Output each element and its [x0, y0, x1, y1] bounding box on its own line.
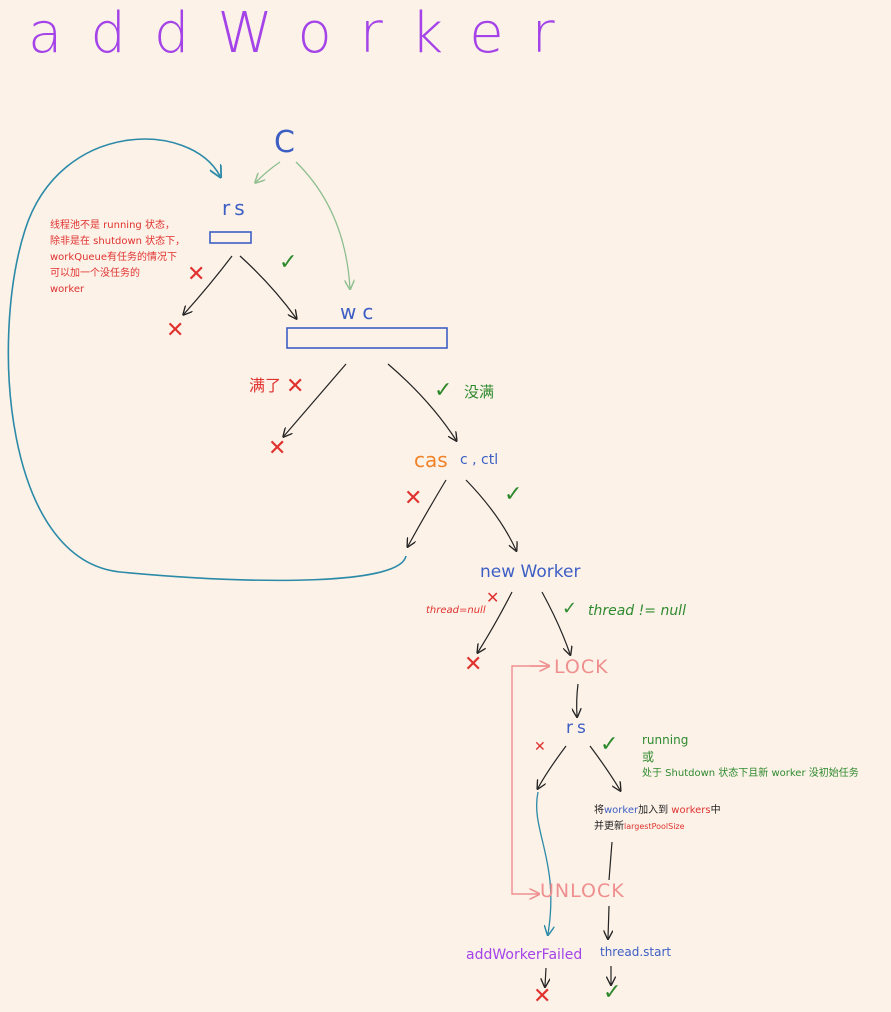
label-thread-not-null: thread != null	[588, 603, 686, 619]
text: 加入到	[638, 805, 669, 816]
arrow-unlock-to-start	[608, 905, 609, 938]
arrow-c-to-wc	[295, 161, 350, 288]
rs-fail-note: 线程池不是 running 状态， 除非是在 shutdown 状态下， wor…	[50, 218, 220, 298]
check-mark: ✓	[434, 378, 453, 403]
text: 中	[710, 805, 721, 816]
arrow-rs-inner-fail	[538, 745, 567, 788]
arrow-add-to-unlock	[608, 841, 613, 881]
arrow-worker-null	[478, 591, 513, 652]
cross-mark: ✕	[268, 436, 287, 461]
cross-mark: ✕	[534, 739, 546, 755]
cross-mark: ✕	[187, 262, 206, 287]
lock-bracket	[511, 665, 550, 894]
cross-mark: ✕	[166, 318, 185, 343]
node-rs: rs	[222, 196, 249, 220]
check-mark: ✓	[600, 732, 619, 757]
arrow-cas-fail	[408, 479, 447, 546]
label-update-largest: 并更新largestPoolSize	[594, 822, 685, 832]
check-mark: ✓	[562, 598, 578, 619]
label-wc-full: 满了	[249, 376, 282, 395]
cross-mark: ✕	[286, 374, 305, 399]
node-cas-args: c , ctl	[460, 452, 499, 468]
text: 并更新	[594, 821, 624, 832]
node-c: C	[274, 125, 295, 160]
arrow-rs-inner-ok	[589, 745, 620, 790]
cross-mark: ✕	[486, 588, 500, 607]
node-wc: wc	[340, 300, 380, 324]
arrow-lock-to-rs	[577, 683, 578, 716]
rs-ok-note-line: 或	[642, 750, 655, 765]
node-lock: LOCK	[554, 656, 609, 678]
node-add-worker-failed: addWorkerFailed	[466, 947, 583, 963]
label-add-to-workers: 将worker加入到 workers中	[594, 806, 721, 816]
rs-ok-note-line: 处于 Shutdown 状态下且新 worker 没初始任务	[642, 767, 859, 779]
rs-ok-note-line: running	[642, 733, 689, 747]
page-title: addWorker	[28, 1, 583, 66]
text-worker: worker	[604, 805, 639, 816]
check-mark: ✓	[279, 250, 298, 275]
rs-ok-note: running 或 处于 Shutdown 状态下且新 worker 没初始任务	[642, 732, 859, 781]
arrow-c-to-rs	[256, 161, 281, 182]
arrow-fail-to-failed	[536, 791, 551, 934]
node-rs-inner: rs	[566, 718, 590, 738]
arrow-wc-full	[284, 363, 347, 436]
rs-fail-note-line: 除非是在 shutdown 状态下，	[50, 236, 186, 247]
check-mark: ✓	[504, 482, 523, 507]
arrow-rs-ok	[239, 255, 296, 318]
rs-fail-note-line: worker	[50, 284, 85, 295]
node-new-worker: new Worker	[480, 562, 581, 582]
rs-fail-note-line: 线程池不是 running 状态，	[50, 220, 175, 231]
rs-fail-note-line: workQueue有任务的情况下	[50, 252, 178, 263]
label-thread-null: thread=null	[426, 605, 486, 616]
label-wc-not-full: 没满	[464, 383, 495, 401]
arrow-rs-fail	[184, 255, 233, 314]
rs-fail-note-line: 可以加一个没任务的	[50, 268, 140, 279]
arrow-wc-not-full	[387, 363, 456, 440]
arrow-failed-to-cross	[545, 967, 546, 986]
cross-mark: ✕	[464, 652, 483, 677]
node-thread-start: thread.start	[600, 945, 672, 959]
text-workers: workers	[671, 805, 711, 816]
node-unlock: UNLOCK	[540, 880, 625, 902]
wc-box	[286, 327, 448, 349]
node-cas: cas	[414, 448, 448, 472]
arrow-worker-ok	[541, 591, 570, 654]
check-mark: ✓	[603, 980, 622, 1005]
arrow-retry-loop	[7, 138, 407, 582]
rs-box	[209, 231, 252, 244]
text-largest-pool-size: largestPoolSize	[624, 822, 685, 831]
text: 将	[594, 805, 604, 816]
arrow-cas-ok	[465, 479, 516, 550]
cross-mark: ✕	[533, 984, 552, 1009]
cross-mark: ✕	[404, 486, 423, 511]
